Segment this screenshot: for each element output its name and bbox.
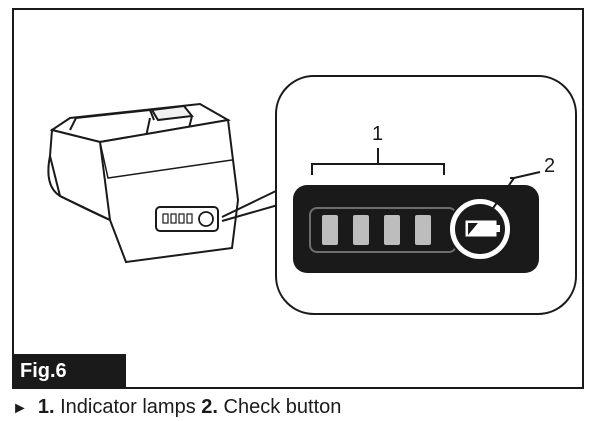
indicator-lamp	[353, 215, 369, 245]
callout-2: 2	[487, 155, 555, 218]
indicator-lamp	[322, 215, 338, 245]
indicator-lamp	[384, 215, 400, 245]
figure-label: Fig.6	[12, 354, 126, 389]
caption-item2-number: 2.	[201, 396, 218, 418]
battery-body	[47, 102, 240, 264]
caption-item1-number: 1.	[37, 396, 55, 418]
indicator-lamp	[415, 215, 431, 245]
indicator-lamps	[322, 215, 431, 245]
caption-item1-text: Indicator lamps	[60, 396, 196, 418]
caption-arrow-icon: ►	[12, 400, 28, 417]
figure-caption: ► 1. Indicator lamps 2. Check button	[12, 396, 341, 419]
callout-1-number: 1	[372, 123, 383, 145]
zoom-connector	[221, 189, 279, 222]
caption-item2-text: Check button	[223, 396, 342, 418]
callout-1: 1	[311, 123, 445, 175]
callout-2-number: 2	[544, 155, 555, 177]
battery-icon	[465, 220, 500, 237]
